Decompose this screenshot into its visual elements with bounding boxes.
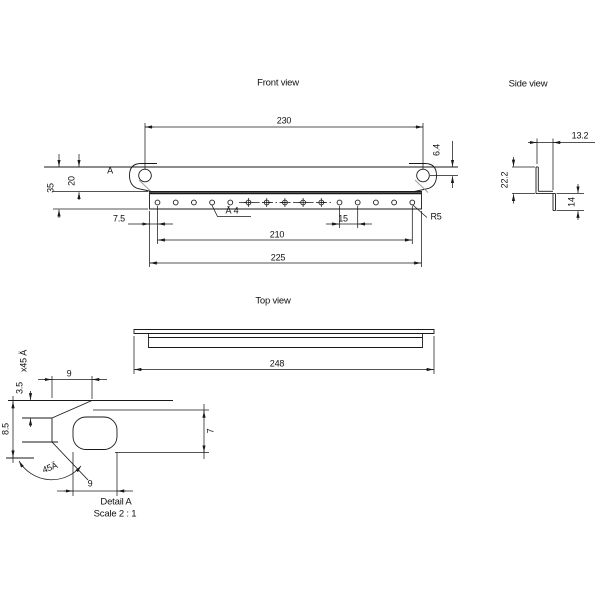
dim-14-label: 14: [566, 197, 577, 207]
top-view-title: Top view: [255, 295, 291, 307]
detail-scale: Scale 2 : 1: [93, 508, 137, 520]
side-dimensions: [511, 139, 595, 221]
radius-callout: R5: [430, 211, 442, 222]
hole-centre-marks: [239, 198, 331, 207]
detail-slot: [73, 417, 117, 450]
dim-22.2-label: 22.2: [499, 171, 510, 189]
side-view-title: Side view: [508, 78, 548, 90]
left-lug-hole: [139, 169, 152, 182]
front-view-title: Front view: [257, 77, 299, 89]
front-view-linework: [44, 123, 458, 267]
top-view-linework: [134, 330, 434, 375]
detail-dim-9-top-label: 9: [66, 368, 72, 379]
dim-230-label: 230: [276, 115, 292, 126]
dim-210-label: 210: [269, 229, 285, 240]
dim-6.4-label: 6.4: [431, 144, 442, 156]
dim-20-label: 20: [66, 176, 77, 186]
dim-13.2-label: 13.2: [571, 130, 589, 141]
detail-dimensions: [11, 376, 209, 496]
right-lug-tangent-edge: [415, 180, 428, 193]
dim-35-label: 35: [45, 183, 56, 193]
detail-dim-8.5-label: 8.5: [0, 423, 11, 435]
hole-dia-callout: Ā 4: [225, 205, 239, 216]
dim-248-label: 248: [269, 358, 285, 369]
right-lug-hole: [417, 169, 430, 182]
detail-dim-9-bottom-label: 9: [87, 478, 93, 489]
dim-225-label: 225: [270, 252, 286, 263]
side-view-linework: [511, 139, 595, 221]
detail-chamfer-label: x45 Ä: [18, 349, 29, 373]
angle-arc: [19, 461, 81, 480]
left-lug-tangent-edge: [139, 180, 152, 193]
dim-15-label: 15: [338, 213, 348, 224]
detail-dim-3.5-label: 3.5: [14, 382, 25, 394]
front-dimensions: [53, 123, 458, 267]
radius-leader: [412, 205, 427, 218]
detail-caption: Detail A: [100, 496, 132, 508]
detail-dim-7-label: 7: [205, 428, 216, 434]
top-dimensions: [134, 336, 434, 374]
detail-a-marker: A: [107, 165, 113, 176]
dim-7.5-label: 7.5: [113, 213, 125, 224]
hole-dia-leader: [212, 205, 251, 217]
detail-a-linework: [6, 376, 209, 496]
